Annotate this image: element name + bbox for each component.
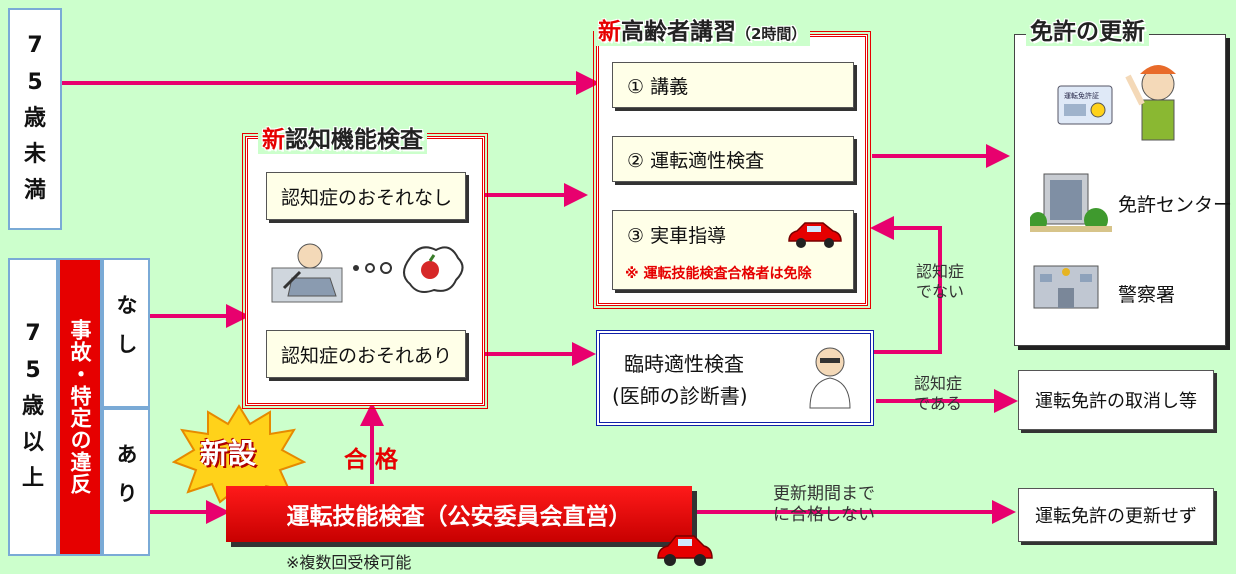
- age-char: 満: [23, 178, 46, 204]
- cognitive-title-text: 認知機能検査: [285, 127, 423, 153]
- not-dementia-label: 認知症 でない: [915, 262, 964, 301]
- red-car-icon: [657, 535, 713, 566]
- license-renewal-title: 免許の更新: [1026, 12, 1149, 46]
- lecture-title-text: 高齢者講習: [621, 19, 736, 45]
- elderly-lecture-title: 新高齢者講習（2時間）: [594, 12, 811, 46]
- no-violation-cell: なし: [102, 258, 150, 408]
- license-revocation-box: 運転免許の取消し等: [1018, 370, 1214, 430]
- age-char: 未: [23, 142, 46, 168]
- is-dementia-label: 認知症 である: [913, 374, 962, 413]
- elderly-thinking-illustration: [271, 243, 464, 303]
- lecture-duration: （2時間）: [736, 25, 807, 43]
- clinical-aptitude-box: 臨時適性検査 (医師の診断書): [596, 330, 874, 426]
- clinical-subtitle: (医師の診断書): [612, 384, 748, 408]
- license-card-label: 運転免許証: [1064, 91, 1099, 100]
- police-station-label: 警察署: [1118, 284, 1176, 306]
- license-center-label: 免許センター: [1118, 194, 1233, 216]
- cognitive-test-title: 新認知機能検査: [258, 120, 427, 154]
- age-75-over-box: 7 5 歳 以 上: [8, 258, 58, 556]
- license-center-building-icon: [1030, 173, 1112, 232]
- license-card-elderly-illustration: 運転免許証: [1057, 65, 1176, 141]
- age-char: 上: [21, 466, 44, 492]
- violation-label: 事故・特定の違反: [58, 258, 102, 556]
- lecture-item-1: ① 講義: [612, 62, 854, 108]
- lecture-item-3: ③ 実車指導: [627, 225, 727, 247]
- violation-yes-cell: あり: [102, 408, 150, 556]
- car-icon: [788, 222, 842, 248]
- not-passed-label: 更新期間まで に合格しない: [773, 484, 875, 526]
- lecture-exemption-note: ※ 運転技能検査合格者は免除: [625, 266, 812, 282]
- age-char: 7: [27, 33, 43, 59]
- new-establishment-badge: 新設: [200, 437, 257, 470]
- driving-skills-test-box: 運転技能検査（公安委員会直営）: [226, 486, 692, 542]
- pass-label: 合 格: [344, 447, 399, 473]
- age-char: 歳: [23, 105, 46, 131]
- lecture-item-3-box: ③ 実車指導 ※ 運転技能検査合格者は免除: [612, 210, 854, 290]
- dementia-risk-box: 認知症のおそれあり: [266, 330, 466, 378]
- lecture-item-2: ② 運転適性検査: [612, 136, 854, 182]
- no-renewal-box: 運転免許の更新せず: [1018, 488, 1214, 542]
- police-station-icon: [1033, 265, 1099, 309]
- arrow-clinical-to-lecture: [870, 216, 942, 354]
- doctor-icon: [809, 347, 851, 409]
- age-char: 5: [27, 69, 43, 95]
- age-char: 7: [25, 321, 41, 347]
- clinical-title: 臨時適性検査: [624, 352, 744, 376]
- age-under-75-box: 7 5 歳 未 満: [8, 8, 62, 230]
- age-char: 歳: [21, 393, 44, 419]
- multiple-attempts-note: ※複数回受検可能: [286, 553, 412, 572]
- new-mark: 新: [598, 19, 621, 45]
- age-char: 5: [25, 357, 41, 383]
- new-mark: 新: [262, 127, 285, 153]
- age-char: 以: [21, 430, 44, 456]
- no-dementia-risk-box: 認知症のおそれなし: [266, 172, 466, 220]
